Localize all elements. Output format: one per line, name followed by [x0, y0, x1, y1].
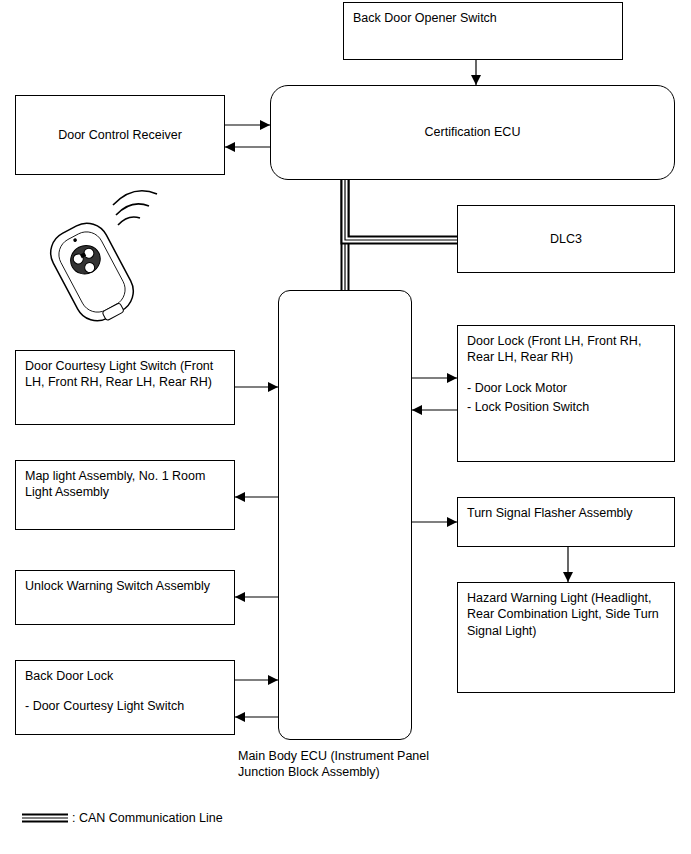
lock-box: Back Door Lock - Door Courtesy Light Swit… [15, 660, 235, 735]
can-bus-line [345, 180, 457, 240]
switch-box: Door Courtesy Light Switch (Front LH, Fr… [15, 350, 235, 425]
light-box: Hazard Warning Light (Headlight, Rear Co… [457, 582, 675, 693]
signal-line [225, 124, 270, 125]
can-bus-line [345, 180, 457, 240]
signal-line [235, 596, 278, 597]
signal-arrow [235, 717, 278, 718]
can-bus-line [345, 180, 457, 240]
signal-arrow [235, 680, 278, 681]
actuator-box: Door Lock (Front LH, Front RH, Rear LH, … [457, 325, 675, 462]
legend: : CAN Communication Line [22, 811, 223, 825]
signal-line [567, 547, 568, 582]
node-title: DLC3 [467, 231, 665, 247]
switch-box: Back Door Opener Switch [343, 2, 623, 60]
signal-arrow [235, 387, 278, 388]
node-item: - Lock Position Switch [467, 399, 665, 415]
node-title: Certification ECU [280, 124, 665, 140]
node-title: Unlock Warning Switch Assembly [25, 578, 225, 594]
node-title: Hazard Warning Light (Headlight, Rear Co… [467, 590, 665, 639]
node-title: Door Courtesy Light Switch (Front LH, Fr… [25, 358, 225, 391]
signal-line [475, 60, 476, 85]
node-caption: Main Body ECU (Instrument Panel Junction… [238, 748, 463, 781]
ecu-box: Main Body ECU (Instrument Panel Junction… [278, 290, 412, 740]
node-item: - Door Courtesy Light Switch [25, 698, 225, 714]
signal-line [235, 716, 278, 717]
legend-text: : CAN Communication Line [72, 811, 223, 825]
signal-line [235, 496, 278, 497]
node-title: Door Lock (Front LH, Front RH, Rear LH, … [467, 333, 665, 366]
signal-arrow [412, 378, 457, 379]
flasher-box: Turn Signal Flasher Assembly [457, 497, 675, 547]
signal-arrow [225, 147, 270, 148]
node-title: Door Control Receiver [25, 127, 215, 143]
node-title: Turn Signal Flasher Assembly [467, 505, 665, 521]
can-bus-line [345, 180, 457, 240]
node-title: Back Door Lock [25, 668, 225, 684]
signal-arrow [568, 547, 569, 582]
ecu-box: Certification ECU [270, 85, 675, 180]
light-box: Map light Assembly, No. 1 Room Light Ass… [15, 460, 235, 530]
signal-line [235, 386, 278, 387]
connector-box: DLC3 [457, 205, 675, 273]
legend-sample [22, 812, 68, 824]
signal-arrow [412, 410, 457, 411]
node-title: Back Door Opener Switch [353, 10, 613, 26]
signal-line [225, 146, 270, 147]
node-title: Map light Assembly, No. 1 Room Light Ass… [25, 468, 225, 501]
signal-arrow [225, 125, 270, 126]
signal-arrow [235, 597, 278, 598]
signal-line [235, 679, 278, 680]
signal-line [412, 409, 457, 410]
signal-arrow [235, 497, 278, 498]
signal-line [412, 521, 457, 522]
receiver-box: Door Control Receiver [15, 95, 225, 175]
node-item: - Door Lock Motor [467, 380, 665, 396]
signal-arrow [412, 522, 457, 523]
switch-box: Unlock Warning Switch Assembly [15, 570, 235, 625]
signal-arrow [476, 60, 477, 85]
signal-line [412, 377, 457, 378]
